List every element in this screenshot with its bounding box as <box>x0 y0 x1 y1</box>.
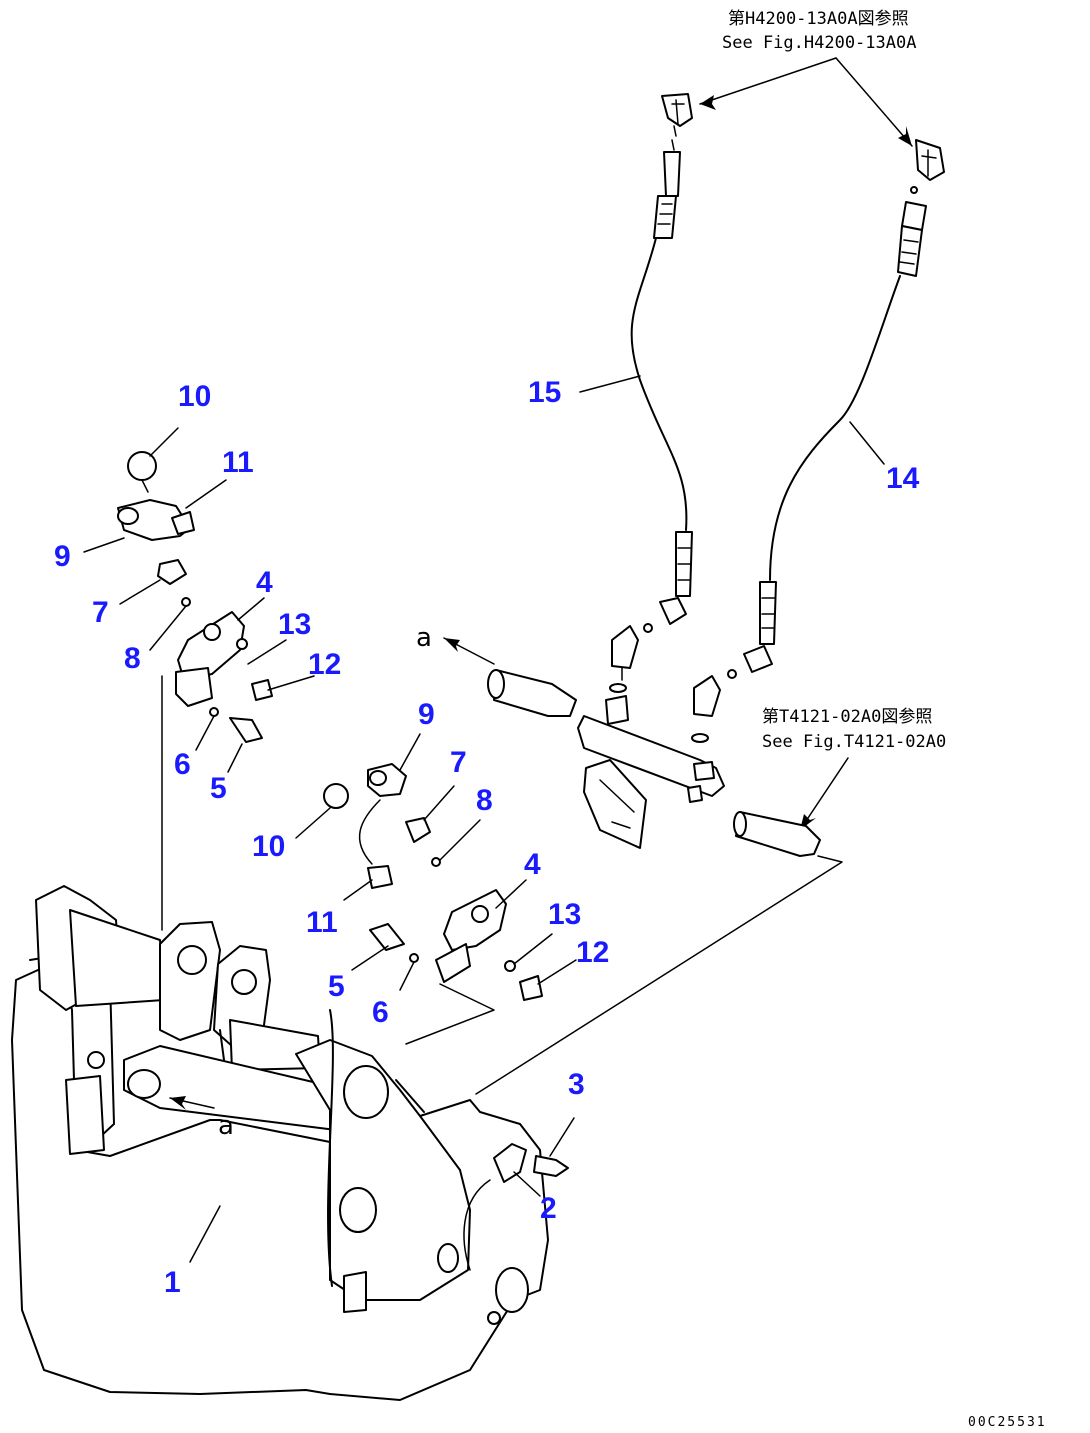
lower-valve-group <box>323 763 543 1045</box>
callout-6-upper: 6 <box>174 748 191 781</box>
reference-top-en: See Fig.H4200-13A0A <box>722 33 916 53</box>
axle-frame <box>11 885 549 1401</box>
callout-13-lower: 13 <box>548 898 581 931</box>
callout-4-lower: 4 <box>524 848 541 881</box>
manifold-assembly <box>475 669 843 1095</box>
callout-7-lower: 7 <box>450 746 467 779</box>
callout-numbers: 15 14 10 11 9 7 8 4 13 12 6 5 9 7 8 10 1… <box>54 376 920 1299</box>
callout-14: 14 <box>886 462 920 495</box>
callout-13-upper: 13 <box>278 608 311 641</box>
callout-11-lower: 11 <box>306 906 338 939</box>
top-right-coupler <box>915 139 945 181</box>
pin-and-bolt <box>493 1143 569 1183</box>
top-left-coupler <box>661 93 693 137</box>
callout-5-upper: 5 <box>210 772 227 805</box>
callout-12-upper: 12 <box>308 648 341 681</box>
upper-left-valve-group <box>117 451 273 931</box>
hose-14 <box>691 186 927 743</box>
callout-15: 15 <box>528 376 561 409</box>
reference-top-jp: 第H4200-13A0A図参照 <box>728 9 909 29</box>
callout-2: 2 <box>540 1192 557 1225</box>
callout-10-upper: 10 <box>178 380 211 413</box>
callout-9-upper: 9 <box>54 540 71 573</box>
callout-3: 3 <box>568 1068 585 1101</box>
callout-7-upper: 7 <box>92 596 109 629</box>
reference-top-arrows <box>699 57 913 147</box>
reference-right-en: See Fig.T4121-02A0 <box>762 732 946 752</box>
view-arrow-upper: a <box>416 623 495 665</box>
callout-9-lower: 9 <box>418 698 435 731</box>
callout-6-lower: 6 <box>372 996 389 1029</box>
callout-4-upper: 4 <box>256 566 273 599</box>
view-letter-lower: a <box>218 1111 234 1141</box>
reference-right-jp: 第T4121-02A0図参照 <box>762 707 932 727</box>
callout-1: 1 <box>164 1266 181 1299</box>
hose-15 <box>609 139 693 693</box>
callout-12-lower: 12 <box>576 936 609 969</box>
drawing-code: 00C25531 <box>968 1415 1047 1430</box>
view-arrow-lower: a <box>169 1096 234 1141</box>
callout-8-upper: 8 <box>124 642 141 675</box>
reference-right-arrow <box>799 757 849 831</box>
callout-10-lower: 10 <box>252 830 285 863</box>
callout-5-lower: 5 <box>328 970 345 1003</box>
leader-lines <box>83 375 885 1263</box>
callout-8-lower: 8 <box>476 784 493 817</box>
view-letter-upper: a <box>416 623 432 653</box>
callout-11-upper: 11 <box>222 446 254 479</box>
